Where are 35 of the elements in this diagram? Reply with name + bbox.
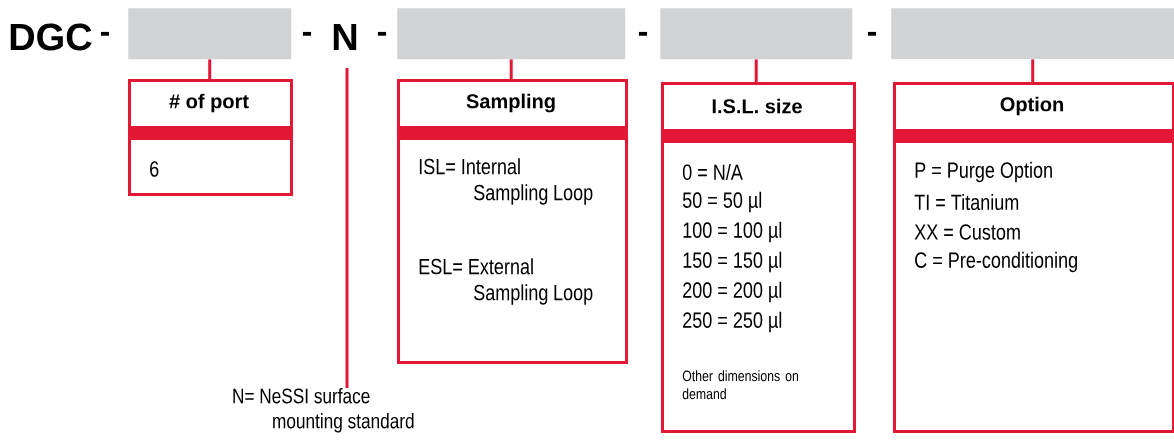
- table-header: I.S.L. size: [712, 98, 802, 114]
- code-row: TI = Titanium: [914, 193, 1019, 211]
- code-field: [660, 8, 853, 60]
- connector-line: [345, 68, 349, 388]
- code-text: -: [302, 31, 312, 36]
- code-row: P = Purge Option: [915, 161, 1052, 183]
- code-field: [397, 8, 626, 60]
- code-text: -: [100, 31, 110, 36]
- table-header: # of port: [169, 93, 249, 113]
- code-text: DGC: [10, 23, 92, 51]
- code-text: -: [377, 31, 387, 36]
- connector-line: [754, 59, 758, 82]
- code-row: 50 = 50 µl: [682, 191, 762, 213]
- code-text: -: [638, 31, 648, 36]
- code-field: [891, 8, 1174, 60]
- connector-line: [208, 59, 212, 79]
- connector-line: [1031, 59, 1035, 82]
- table-header: Option: [1000, 96, 1063, 116]
- code-field: [128, 8, 292, 60]
- code-row: XX = Custom: [914, 224, 1020, 240]
- code-row: C = Pre-conditioning: [915, 251, 1077, 273]
- connector-line: [509, 59, 513, 79]
- code-row: 6: [150, 161, 159, 177]
- code-description: ISL= Internal Sampling Loop: [419, 158, 593, 205]
- code-row: 250 = 250 µl: [683, 311, 782, 333]
- code-row: 150 = 150 µl: [683, 251, 782, 273]
- code-row: 100 = 100 µl: [683, 221, 782, 243]
- code-text: -: [867, 31, 877, 36]
- code-description: ESL= External Sampling Loop: [419, 258, 593, 305]
- code-row: 200 = 200 µl: [683, 281, 782, 303]
- note-text: N= NeSSI surface mounting standard: [233, 388, 414, 433]
- code-row: 0 = N/A: [682, 163, 743, 181]
- note-text: Other dimensions on demand: [682, 370, 799, 400]
- code-text: N: [333, 23, 357, 51]
- table-header: Sampling: [466, 93, 555, 113]
